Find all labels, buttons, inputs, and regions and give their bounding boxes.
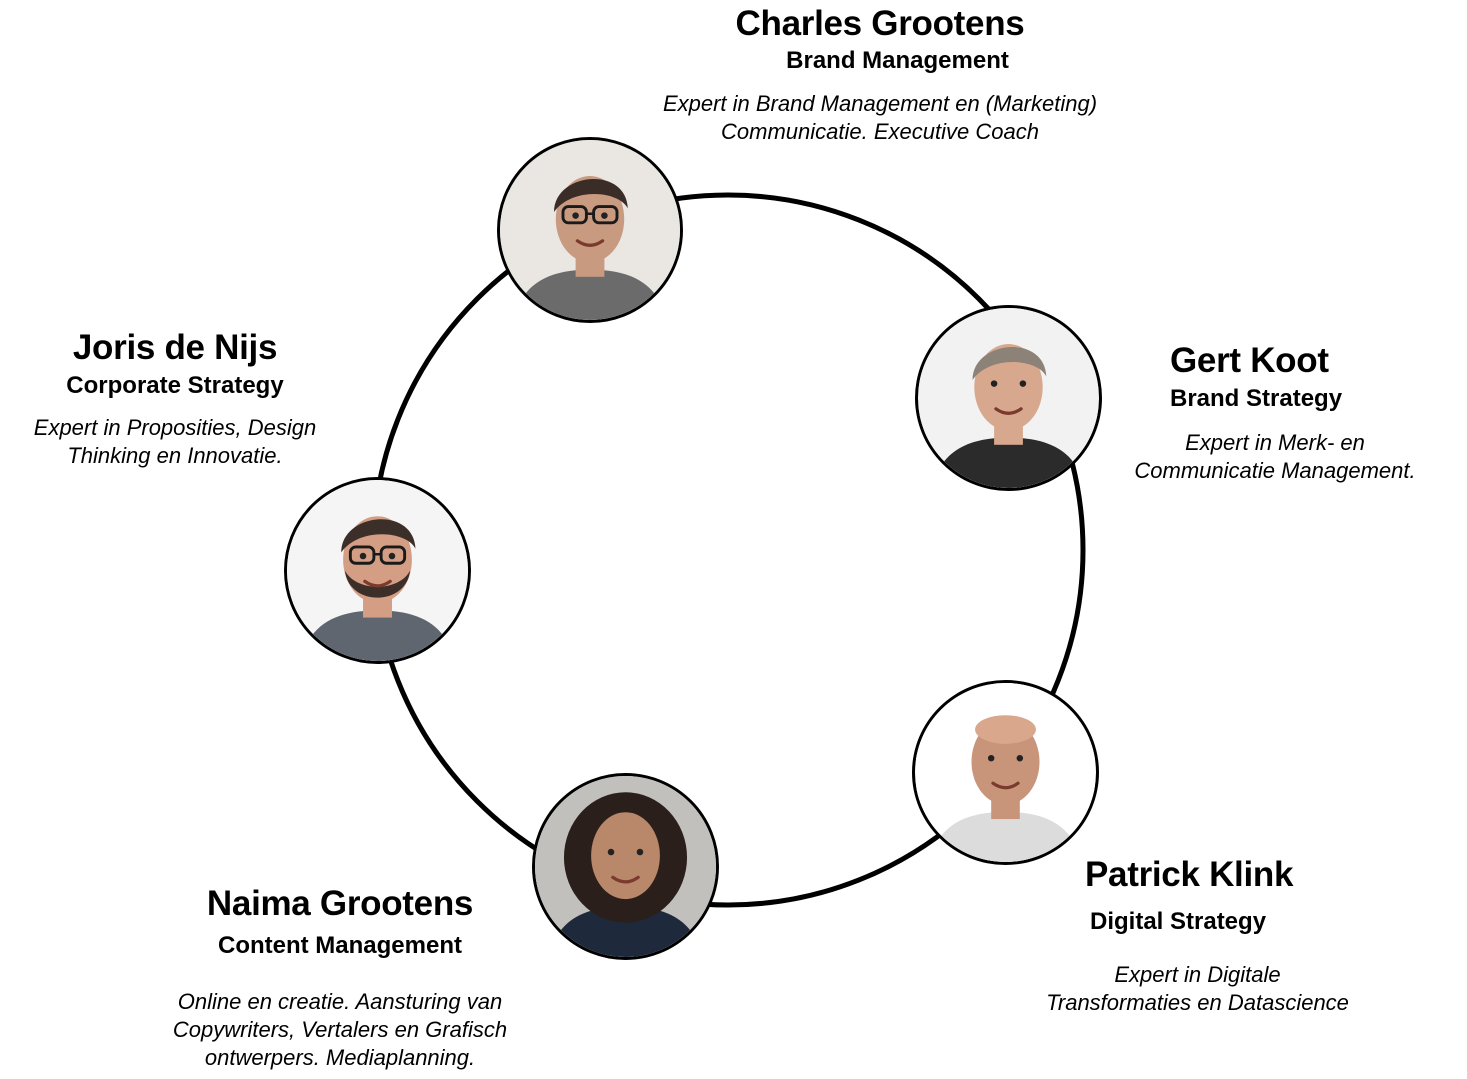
avatar-gert-image (918, 308, 1099, 488)
eye-shape (636, 848, 644, 856)
face-shape (591, 812, 660, 900)
description-line: Expert in Proposities, Design (33, 415, 317, 440)
member-description: Expert in Proposities, Design Thinking e… (0, 414, 350, 470)
avatar-patrick-image (916, 683, 1095, 862)
description-line: Copywriters, Vertalers en Grafisch (172, 1017, 508, 1042)
eye-shape (987, 754, 995, 762)
beard-shape (344, 570, 411, 598)
avatar-charles-image (500, 140, 680, 320)
description-line: ontwerpers. Mediaplanning. (204, 1045, 476, 1070)
mouth-shape (575, 239, 605, 247)
mouth-shape (994, 407, 1023, 415)
member-description: Expert in Brand Management en (Marketing… (600, 90, 1160, 146)
eye-shape (388, 552, 396, 560)
eye-shape (601, 212, 608, 219)
avatar-joris-image (287, 480, 468, 661)
description-line: Transformaties en Datascience (1046, 990, 1349, 1015)
member-description: Expert in Digitale Transformaties en Dat… (1000, 961, 1395, 1017)
clothing-shape (514, 269, 666, 320)
clothing-shape (549, 906, 702, 957)
clothing-shape (930, 811, 1081, 862)
description-line: Thinking en Innovatie. (67, 443, 283, 468)
description-line: Online en creatie. Aansturing van (177, 989, 503, 1014)
member-role: Corporate Strategy (66, 372, 284, 399)
eye-shape (990, 380, 998, 387)
portrait-photo-gert (915, 305, 1102, 491)
head-highlight-shape (975, 715, 1036, 744)
member-role: Brand Management (786, 47, 1009, 74)
portrait-photo-naima (532, 773, 719, 960)
member-info-patrick: Patrick Klink Digital Strategy Expert in… (1000, 855, 1395, 1017)
description-line: Communicatie Management. (1134, 458, 1416, 483)
hair-shape (554, 179, 628, 212)
member-name: Gert Koot (1170, 341, 1329, 380)
member-role: Content Management (217, 932, 462, 959)
mouth-shape (991, 781, 1020, 790)
mouth-shape (363, 579, 392, 588)
portrait-photo-patrick (912, 680, 1099, 865)
hair-shape (341, 519, 416, 553)
description-line: Expert in Brand Management en (Marketing… (662, 91, 1098, 116)
clothing-shape (932, 437, 1085, 488)
member-name: Joris de Nijs (72, 328, 278, 367)
description-line: Communicatie. Executive Coach (721, 119, 1039, 144)
clothing-shape (301, 610, 454, 661)
portrait-photo-charles (497, 137, 683, 323)
description-line: Expert in Merk- en (1185, 430, 1365, 455)
member-role: Brand Strategy (1170, 385, 1343, 412)
member-info-charles: Charles Grootens Brand Management Expert… (600, 4, 1160, 146)
member-role: Digital Strategy (1090, 908, 1267, 935)
member-description: Online en creatie. Aansturing van Copywr… (120, 988, 560, 1072)
eye-shape (607, 848, 615, 856)
member-info-naima: Naima Grootens Content Management Online… (120, 884, 560, 1072)
mouth-shape (611, 875, 640, 884)
member-info-gert: Gert Koot Brand Strategy Expert in Merk-… (1090, 341, 1460, 485)
portrait-photo-joris (284, 477, 471, 664)
hair-shape (972, 347, 1047, 380)
eye-shape (572, 212, 579, 219)
eye-shape (359, 552, 367, 560)
member-description: Expert in Merk- en Communicatie Manageme… (1090, 429, 1460, 485)
member-name: Patrick Klink (1085, 855, 1294, 894)
member-name: Naima Grootens (206, 884, 474, 923)
eye-shape (1016, 754, 1024, 762)
member-info-joris: Joris de Nijs Corporate Strategy Expert … (0, 328, 350, 470)
member-name: Charles Grootens (735, 4, 1025, 43)
eye-shape (1019, 380, 1027, 387)
description-line: Expert in Digitale (1114, 962, 1281, 987)
avatar-naima-image (535, 776, 716, 957)
